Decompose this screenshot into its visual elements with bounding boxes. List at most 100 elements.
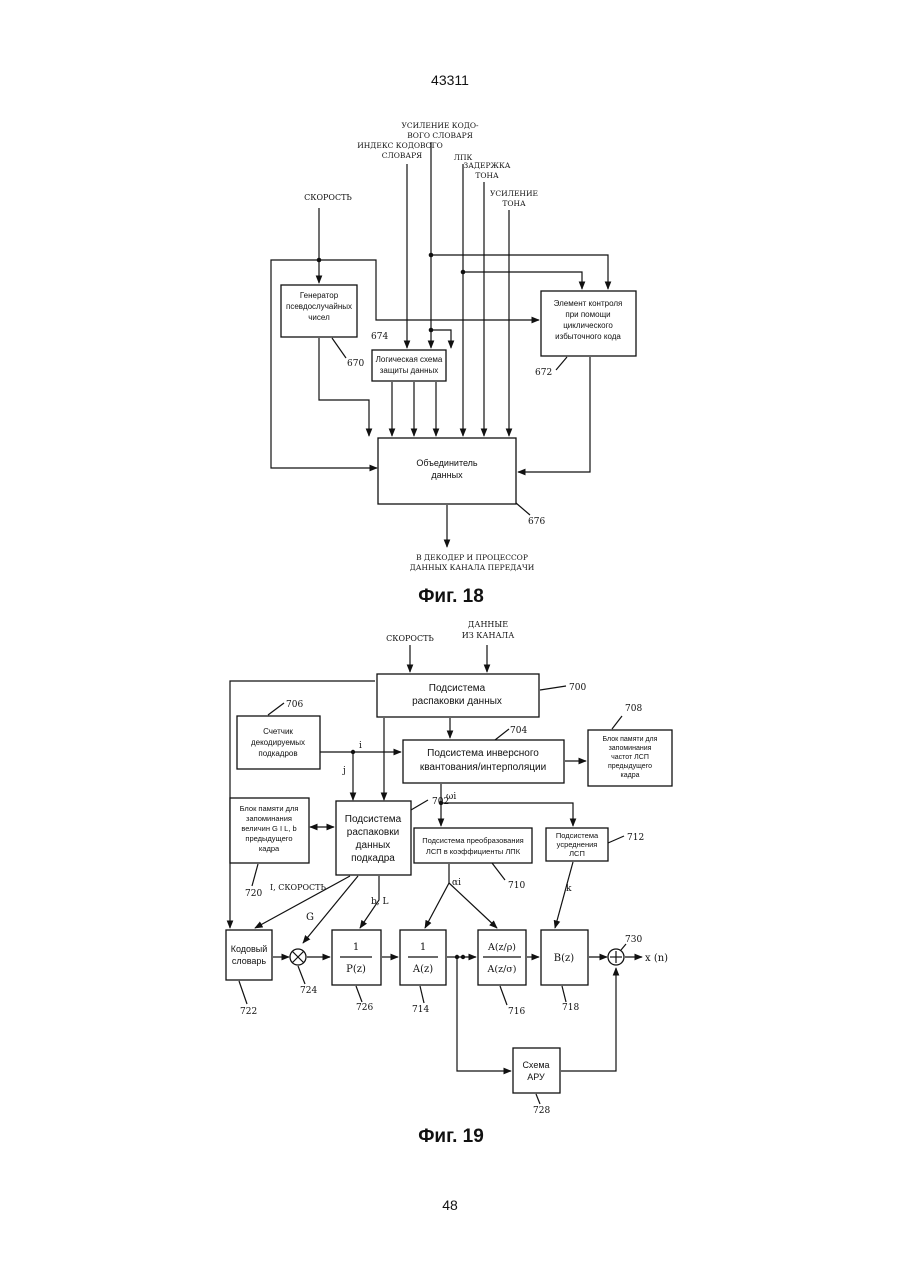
svg-text:распаковки: распаковки	[347, 827, 399, 838]
svg-text:предыдущего: предыдущего	[608, 763, 652, 770]
output-label-1: В ДЕКОДЕР И ПРОЦЕССОР	[416, 553, 528, 562]
multiplier	[290, 949, 306, 965]
svg-text:Подсистема инверсного: Подсистема инверсного	[427, 748, 539, 759]
ref-670: 670	[347, 359, 364, 369]
pitch-filter-block: 1 P(z)	[332, 930, 381, 985]
ref-702: 702	[432, 797, 449, 807]
input-speed-label: СКОРОСТЬ	[304, 193, 352, 202]
svg-text:1: 1	[353, 942, 359, 953]
counter-block: Счетчик декодируемых подкадров	[237, 716, 320, 769]
adder	[608, 949, 624, 965]
protect-block: Логическая схема защиты данных	[372, 350, 446, 381]
svg-text:подкадра: подкадра	[351, 853, 395, 864]
svg-text:частот ЛСП: частот ЛСП	[611, 754, 649, 761]
unpack-block: Подсистема распаковки данных	[377, 674, 539, 717]
svg-text:распаковки данных: распаковки данных	[412, 696, 502, 707]
svg-text:ЛСП в коэффициенты ЛПК: ЛСП в коэффициенты ЛПК	[426, 847, 521, 856]
input-codebook-gain-label-1: УСИЛЕНИЕ КОДО-	[401, 121, 479, 130]
svg-text:Блок памяти для: Блок памяти для	[240, 804, 299, 813]
gil-memory-block: Блок памяти для запоминания величин G I …	[230, 798, 309, 863]
svg-text:B(z): B(z)	[554, 953, 575, 964]
input-pitch-delay-label-1: ЗАДЕРЖКА	[464, 161, 511, 170]
svg-text:защиты данных: защиты данных	[380, 366, 439, 375]
figure-18: СКОРОСТЬ ИНДЕКС КОДОВОГО СЛОВАРЯ УСИЛЕНИ…	[271, 121, 636, 607]
svg-text:Подсистема преобразования: Подсистема преобразования	[422, 836, 524, 845]
label-G: G	[306, 912, 314, 923]
codebook-block: Кодовый словарь	[226, 930, 272, 980]
svg-text:Генератор: Генератор	[300, 291, 339, 300]
label-bL: b, L	[371, 897, 388, 907]
svg-text:Счетчик: Счетчик	[263, 727, 293, 736]
input-pitch-delay-label-2: ТОНА	[475, 171, 499, 180]
label-j: j	[342, 766, 346, 776]
ref-704: 704	[510, 726, 527, 736]
ref-730: 730	[625, 935, 642, 945]
svg-text:избыточного кода: избыточного кода	[555, 332, 621, 341]
ref-712: 712	[627, 833, 644, 843]
lsp-to-lpc-block: Подсистема преобразования ЛСП в коэффици…	[414, 828, 532, 863]
svg-text:чисел: чисел	[308, 313, 330, 322]
ref-724: 724	[300, 986, 317, 996]
label-k: k	[566, 884, 572, 894]
ref-726: 726	[356, 1003, 373, 1013]
bz-filter-block: B(z)	[541, 930, 588, 985]
input-pitch-gain-label-1: УСИЛЕНИЕ	[490, 189, 538, 198]
ref-728: 728	[533, 1106, 550, 1116]
crc-block: Элемент контроля при помощи циклического…	[541, 291, 636, 356]
svg-text:кадра: кадра	[621, 772, 640, 779]
ref-674: 674	[371, 332, 388, 342]
input-pitch-gain-label-2: ТОНА	[502, 199, 526, 208]
input-codebook-index-label-2: СЛОВАРЯ	[382, 151, 422, 160]
svg-text:псевдослучайных: псевдослучайных	[286, 302, 352, 311]
svg-text:предыдущего: предыдущего	[245, 834, 292, 843]
combiner-block: Объединитель данных	[378, 438, 516, 504]
prng-block: Генератор псевдослучайных чисел	[281, 285, 357, 337]
svg-text:словарь: словарь	[232, 956, 267, 966]
ref-710: 710	[508, 881, 525, 891]
lsp-memory-block: Блок памяти для запоминания частот ЛСП п…	[588, 730, 672, 786]
svg-text:ЛСП: ЛСП	[569, 849, 585, 858]
svg-text:квантования/интерполяции: квантования/интерполяции	[420, 762, 546, 773]
svg-text:запоминания: запоминания	[609, 745, 652, 752]
figure-19: СКОРОСТЬ ДАННЫЕ ИЗ КАНАЛА i j ωi I, СКОР…	[226, 620, 672, 1147]
ref-706: 706	[286, 700, 303, 710]
fig18-caption: Фиг. 18	[418, 586, 484, 607]
svg-text:циклического: циклического	[563, 321, 613, 330]
input-codebook-index-label-1: ИНДЕКС КОДОВОГО	[357, 141, 443, 150]
svg-text:данных: данных	[431, 470, 463, 480]
label-x: x (n)	[645, 953, 668, 964]
svg-text:Блок памяти для: Блок памяти для	[603, 736, 658, 743]
fig19-caption: Фиг. 19	[418, 1126, 484, 1147]
postfilter-block: A(z/ρ) A(z/σ)	[478, 930, 526, 985]
svg-text:величин G I L, b: величин G I L, b	[241, 824, 296, 833]
svg-text:Элемент контроля: Элемент контроля	[554, 299, 623, 308]
svg-text:АРУ: АРУ	[527, 1072, 545, 1082]
svg-text:Подсистема: Подсистема	[345, 814, 402, 825]
svg-text:Подсистема: Подсистема	[429, 683, 486, 694]
svg-text:Логическая схема: Логическая схема	[376, 355, 443, 364]
subframe-unpack-block: Подсистема распаковки данных подкадра	[336, 801, 411, 875]
ref-720: 720	[245, 889, 262, 899]
svg-text:1: 1	[420, 942, 426, 953]
svg-text:A(z): A(z)	[412, 964, 433, 975]
svg-text:подкадров: подкадров	[258, 749, 297, 758]
input-speed-label: СКОРОСТЬ	[386, 634, 434, 643]
ref-716: 716	[508, 1007, 525, 1017]
ref-708: 708	[625, 704, 642, 714]
header-number: 43311	[431, 72, 469, 88]
label-i: i	[359, 741, 362, 751]
invq-block: Подсистема инверсного квантования/интерп…	[403, 740, 564, 783]
svg-text:A(z/ρ): A(z/ρ)	[487, 942, 516, 953]
ref-718: 718	[562, 1003, 579, 1013]
svg-text:запоминания: запоминания	[246, 814, 292, 823]
svg-text:Объединитель: Объединитель	[416, 458, 478, 468]
lpc-filter-block: 1 A(z)	[400, 930, 446, 985]
page-number: 48	[442, 1197, 458, 1213]
label-i-speed: I, СКОРОСТЬ	[270, 883, 327, 892]
svg-text:P(z): P(z)	[346, 964, 366, 975]
ref-672: 672	[535, 368, 552, 378]
svg-text:Схема: Схема	[522, 1060, 549, 1070]
ref-676: 676	[528, 517, 545, 527]
svg-text:кадра: кадра	[259, 844, 280, 853]
